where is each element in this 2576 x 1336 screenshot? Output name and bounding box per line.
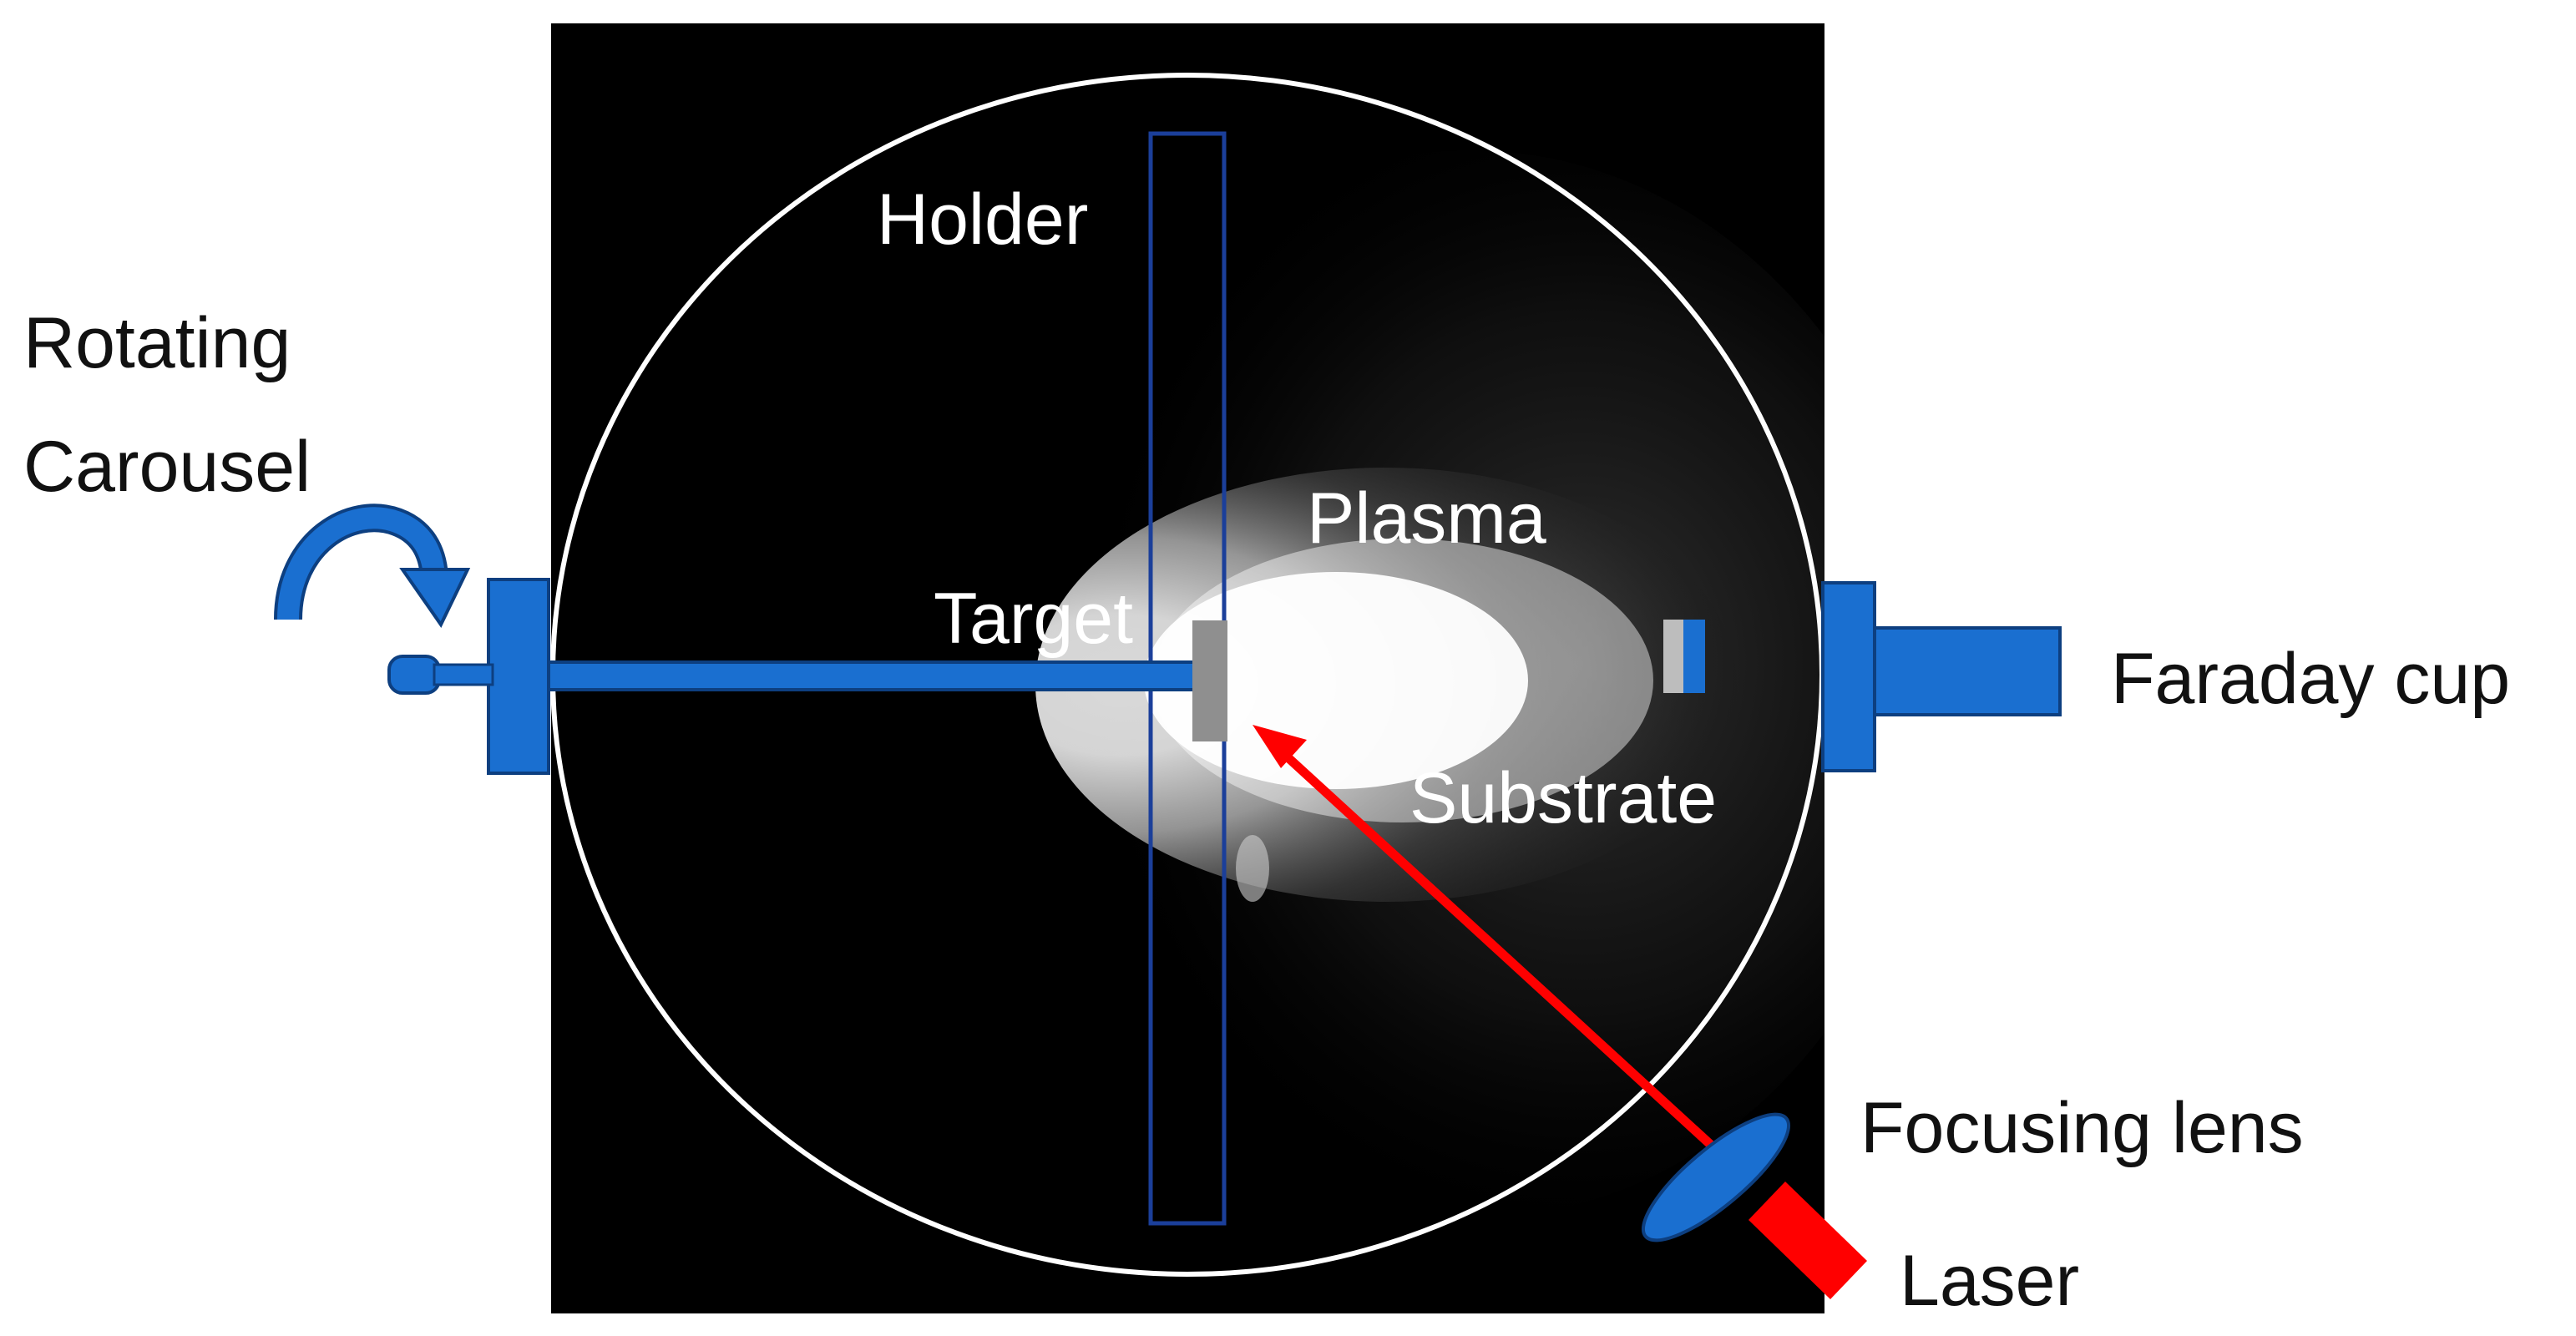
rotating-label: Rotating xyxy=(23,303,291,383)
faraday-cup-assembly xyxy=(1821,581,2062,772)
carousel-shaft xyxy=(547,660,1197,691)
focusing-lens-label: Focusing lens xyxy=(1860,1088,2304,1168)
rotation-arrow-icon xyxy=(274,504,471,628)
laser-label: Laser xyxy=(1900,1241,2079,1321)
carousel-label: Carousel xyxy=(23,427,311,507)
carousel-flange-left xyxy=(487,578,550,775)
substrate-label: Substrate xyxy=(1409,758,1717,838)
laser-beam xyxy=(1253,725,1736,1169)
plasma-label: Plasma xyxy=(1307,478,1546,559)
carousel-stub xyxy=(433,663,494,686)
substrate-block xyxy=(1663,620,1705,693)
focusing-lens-icon xyxy=(1641,1112,1791,1242)
laser-head xyxy=(1749,1182,1867,1299)
plasma-glow xyxy=(1002,150,1824,1219)
target-label: Target xyxy=(934,579,1133,659)
faraday-cup-label: Faraday cup xyxy=(2111,639,2510,719)
holder-label: Holder xyxy=(877,180,1088,260)
target-block xyxy=(1192,620,1227,741)
carousel-knob xyxy=(387,655,441,695)
